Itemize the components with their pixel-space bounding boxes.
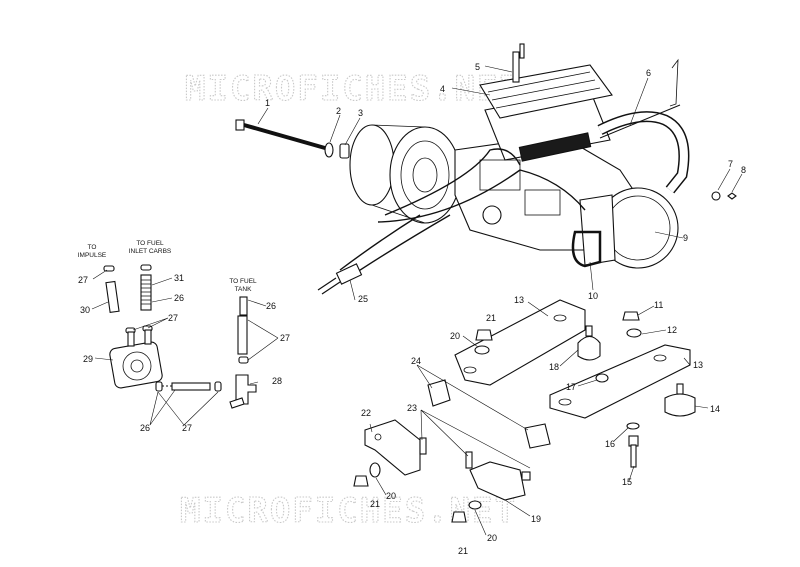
watermark-bottom: MICROFICHES.NET [180, 491, 517, 531]
nut-11 [622, 311, 640, 321]
callout-27c: 27 [280, 333, 290, 343]
spark-plug [512, 51, 520, 83]
fuel-pump [109, 341, 163, 389]
callout-26c: 26 [140, 423, 150, 433]
callout-numbers: 1 2 3 4 5 6 7 8 9 10 11 12 13 13 14 15 1… [78, 62, 746, 556]
callout-13b: 13 [693, 360, 703, 370]
callout-25: 25 [358, 294, 368, 304]
washer-small [711, 191, 721, 201]
callout-9: 9 [683, 233, 688, 243]
callout-21c: 21 [458, 546, 468, 556]
callout-10: 10 [588, 291, 598, 301]
callout-20b: 20 [386, 491, 396, 501]
callout-12: 12 [667, 325, 677, 335]
callout-27d: 27 [182, 423, 192, 433]
hose-labels: TO IMPULSE TO FUEL INLET CARBS TO FUEL T… [78, 240, 257, 293]
callout-8: 8 [741, 165, 746, 175]
fuel-line [171, 382, 211, 391]
callout-19: 19 [531, 514, 541, 524]
hose-spring [140, 274, 152, 311]
bolt-head [235, 119, 245, 131]
callout-11: 11 [654, 300, 663, 310]
watermark-top: MICROFICHES.NET [185, 69, 522, 109]
cable-clamp [335, 263, 363, 285]
callout-13a: 13 [514, 295, 524, 305]
callout-29: 29 [83, 354, 93, 364]
callout-20a: 20 [450, 331, 460, 341]
clutch-outer [349, 124, 395, 206]
label-to-fuel-inlet-2: INLET CARBS [129, 248, 172, 255]
label-to-impulse-1: TO [88, 244, 97, 251]
long-bolt [243, 123, 333, 152]
label-to-impulse-2: IMPULSE [78, 252, 107, 259]
callout-7: 7 [728, 159, 733, 169]
engine-mounts [353, 299, 696, 523]
fuel-system [103, 264, 257, 409]
rubber-block [427, 379, 451, 407]
mount-plate-upper [454, 299, 586, 386]
callout-26a: 26 [174, 293, 184, 303]
fuel-hose [105, 280, 120, 314]
starter-rope [571, 230, 602, 268]
callout-18: 18 [549, 362, 559, 372]
callout-21a: 21 [486, 313, 496, 323]
callout-23: 23 [407, 403, 417, 413]
nut [339, 143, 350, 159]
callout-14: 14 [710, 404, 720, 414]
callout-26b: 26 [266, 301, 276, 311]
tank-hose [237, 315, 248, 355]
washer [324, 142, 334, 158]
callout-27b: 27 [168, 313, 178, 323]
label-to-fuel-tank-1: TO FUEL [229, 278, 257, 285]
callout-22: 22 [361, 408, 371, 418]
callout-15: 15 [622, 477, 632, 487]
leader-lines [91, 65, 743, 536]
callout-16: 16 [605, 439, 615, 449]
callout-24: 24 [411, 356, 421, 366]
label-to-fuel-tank-2: TANK [235, 286, 253, 293]
rubber-mount [577, 335, 601, 361]
callout-30: 30 [80, 305, 90, 315]
callout-20c: 20 [487, 533, 497, 543]
callout-3: 3 [358, 108, 363, 118]
callout-5: 5 [475, 62, 480, 72]
callout-21b: 21 [370, 499, 380, 509]
callout-27a: 27 [78, 275, 88, 285]
callout-28: 28 [272, 376, 282, 386]
engine-assembly [235, 43, 737, 295]
callout-4: 4 [440, 84, 445, 94]
callout-6: 6 [646, 68, 651, 78]
isolator [664, 393, 696, 417]
label-to-fuel-inlet-1: TO FUEL [136, 240, 164, 247]
callout-2: 2 [336, 106, 341, 116]
callout-31: 31 [174, 273, 184, 283]
callout-1: 1 [265, 98, 270, 108]
bracket-19 [469, 461, 526, 501]
callout-17: 17 [566, 382, 576, 392]
nut-small [727, 192, 737, 200]
